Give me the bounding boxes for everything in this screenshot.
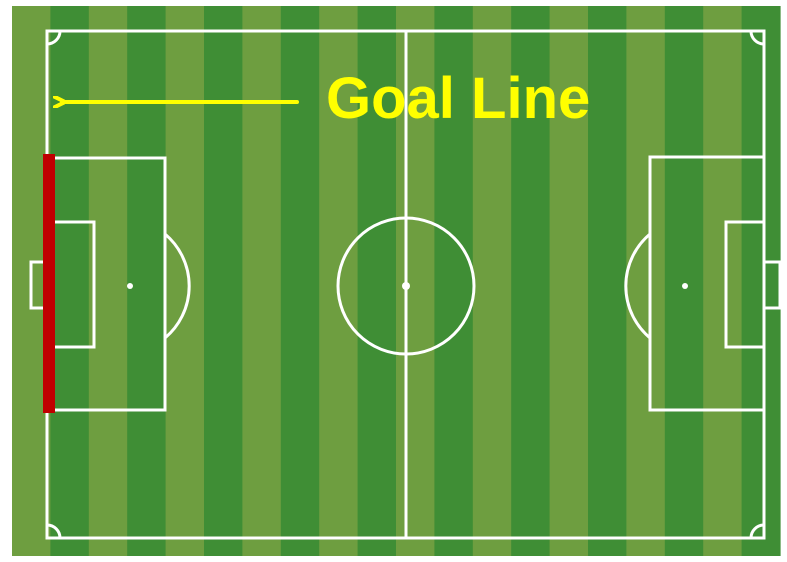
turf-stripe	[626, 6, 665, 556]
goal-line-highlight	[43, 154, 55, 413]
turf-stripe	[204, 6, 243, 556]
turf-stripe	[166, 6, 205, 556]
turf-stripe	[281, 6, 320, 556]
turf-stripe	[50, 6, 89, 556]
left-penalty-spot	[127, 283, 133, 289]
turf-stripe	[703, 6, 742, 556]
turf-stripe	[127, 6, 166, 556]
turf-stripe	[742, 6, 781, 556]
center-spot	[402, 282, 410, 290]
right-penalty-spot	[682, 283, 688, 289]
turf-stripe	[588, 6, 627, 556]
turf-stripe	[665, 6, 704, 556]
turf-stripe	[242, 6, 281, 556]
goal-line-label: Goal Line	[326, 66, 590, 131]
